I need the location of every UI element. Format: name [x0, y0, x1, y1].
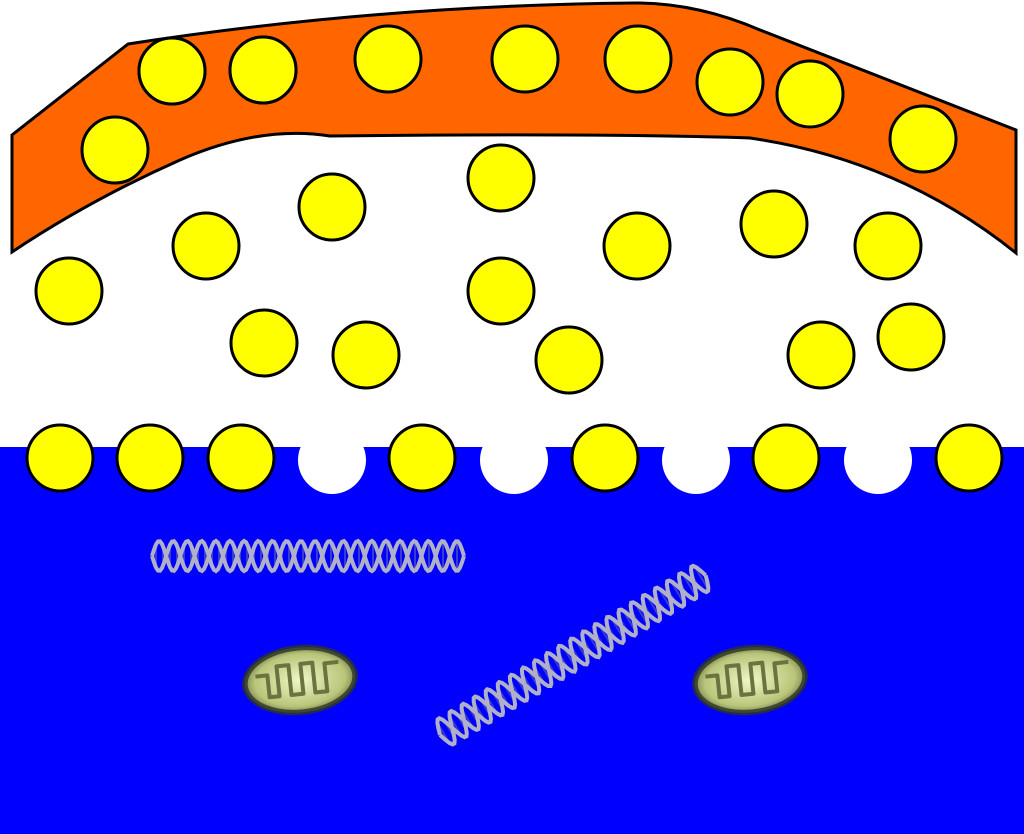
- docked-particle: [751, 423, 821, 493]
- dna-helix: [150, 538, 466, 574]
- empty-pit: [298, 426, 366, 494]
- docked-particle: [25, 423, 95, 493]
- mitochondrion: [242, 644, 358, 716]
- yellow-particle: [229, 308, 299, 378]
- yellow-particle: [876, 302, 946, 372]
- docked-particle: [934, 423, 1004, 493]
- dna-strand: [435, 570, 711, 740]
- docked-particle: [387, 423, 457, 493]
- yellow-particle: [466, 256, 536, 326]
- yellow-particle: [853, 211, 923, 281]
- yellow-particle: [137, 36, 207, 106]
- yellow-particle: [775, 59, 845, 129]
- empty-pit: [662, 426, 730, 494]
- yellow-particle: [786, 320, 856, 390]
- yellow-particle: [80, 115, 150, 185]
- yellow-particle: [534, 325, 604, 395]
- yellow-particle: [297, 172, 367, 242]
- docked-particle: [206, 423, 276, 493]
- yellow-particle: [228, 35, 298, 105]
- yellow-particle: [171, 211, 241, 281]
- dna-strand: [150, 538, 466, 574]
- yellow-particle: [695, 47, 765, 117]
- docked-particle: [570, 423, 640, 493]
- mitochondrion: [692, 644, 808, 716]
- dna-helix: [435, 563, 711, 747]
- yellow-particle: [603, 24, 673, 94]
- band-particles: [80, 24, 958, 185]
- yellow-particle: [331, 320, 401, 390]
- cell-interior: [0, 447, 1024, 834]
- yellow-particle: [888, 104, 958, 174]
- yellow-particle: [353, 24, 423, 94]
- yellow-particle: [602, 211, 672, 281]
- yellow-particle: [466, 143, 536, 213]
- yellow-particle: [34, 256, 104, 326]
- yellow-particle: [739, 189, 809, 259]
- yellow-particle: [490, 24, 560, 94]
- surface-row: [25, 423, 1004, 494]
- docked-particle: [115, 423, 185, 493]
- free-particles: [34, 143, 946, 395]
- empty-pit: [844, 426, 912, 494]
- empty-pit: [480, 426, 548, 494]
